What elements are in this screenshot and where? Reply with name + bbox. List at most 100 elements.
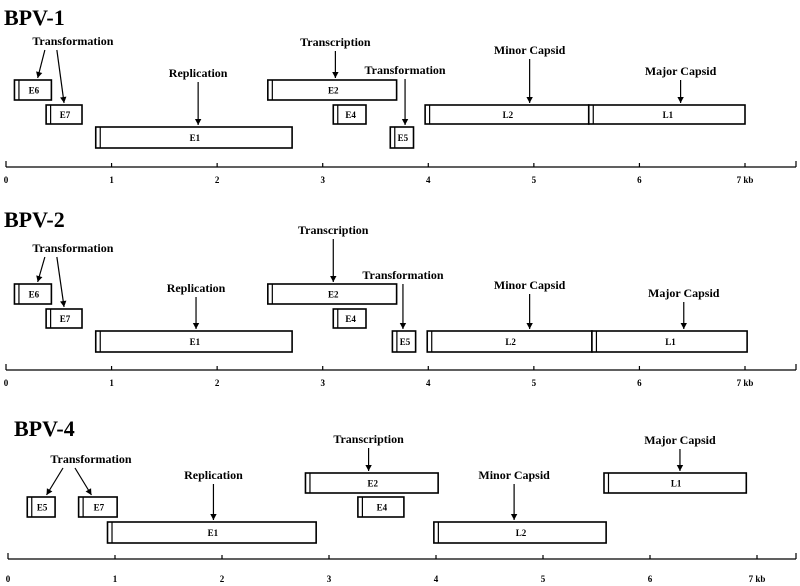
gene-box	[45, 104, 83, 125]
bpv1-tick-label: 4	[426, 175, 431, 185]
gene-label: L1	[663, 110, 674, 120]
bpv2-gene-l1: L1	[591, 330, 748, 353]
bpv4-gene-e7: E7	[77, 496, 118, 518]
bpv2-gene-e4: E4	[332, 308, 367, 329]
bpv4-tick-label: 5	[541, 574, 546, 584]
bpv1-gene-e2: E2	[267, 79, 398, 101]
gene-label: E1	[190, 337, 201, 347]
function-label-text: Transformation	[32, 34, 113, 48]
gene-label: E2	[328, 290, 339, 300]
function-label-text: Major Capsid	[645, 64, 717, 78]
gene-label: E5	[398, 133, 409, 143]
gene-label: E1	[190, 133, 201, 143]
bpv1-gene-e1: E1	[94, 126, 293, 149]
bpv4-gene-l2: L2	[433, 521, 607, 544]
arrow-head-icon	[676, 465, 684, 471]
function-label-text: Transformation	[365, 63, 446, 77]
bpv4-function-label: Major Capsid	[644, 433, 716, 471]
function-label-text: Transcription	[333, 432, 404, 446]
bpv2-gene-l2: L2	[426, 330, 593, 353]
bpv1-tick-label: 1	[109, 175, 114, 185]
bpv1-tick-label: 7 kb	[737, 175, 754, 185]
bpv4-function-label: Replication	[184, 468, 243, 520]
bpv1-tick-label: 2	[215, 175, 220, 185]
gene-label: L2	[516, 528, 527, 538]
arrow-head-icon	[526, 97, 533, 103]
bpv2-gene-e6: E6	[13, 283, 53, 305]
bpv4-gene-e4: E4	[357, 496, 405, 518]
gene-label: E6	[29, 290, 40, 300]
gene-box	[357, 496, 405, 518]
bpv2-tick-label: 7 kb	[737, 378, 754, 388]
bpv1-gene-l1: L1	[587, 104, 746, 125]
function-label-text: Transformation	[362, 268, 443, 282]
gene-box	[13, 283, 53, 305]
bpv2-gene-e7: E7	[45, 308, 83, 329]
bpv1-function-label: Transformation	[32, 34, 114, 104]
gene-label: E4	[345, 110, 356, 120]
function-label-text: Transformation	[32, 241, 113, 255]
bpv1-gene-e6: E6	[13, 79, 53, 101]
arrow-head-icon	[365, 465, 372, 471]
gene-box	[304, 472, 439, 494]
arrow-line	[56, 256, 65, 308]
bpv4-tick-label: 7 kb	[749, 574, 766, 584]
bpv4-gene-e1: E1	[106, 521, 317, 544]
gene-label: E7	[60, 110, 71, 120]
arrow-head-icon	[510, 514, 518, 520]
arrow-head-icon	[210, 514, 217, 520]
bpv4-tick-label: 6	[648, 574, 653, 584]
gene-box	[267, 79, 398, 101]
function-label-text: Minor Capsid	[494, 278, 566, 292]
arrow-head-icon	[36, 275, 43, 282]
bpv2-function-label: Replication	[167, 281, 226, 329]
arrow-head-icon	[677, 97, 684, 103]
gene-label: E7	[94, 503, 105, 513]
bpv1-gene-e7: E7	[45, 104, 83, 125]
function-label-text: Minor Capsid	[478, 468, 550, 482]
bpv2-tick-label: 4	[426, 378, 431, 388]
gene-label: E1	[208, 528, 219, 538]
arrow-head-icon	[526, 323, 533, 329]
gene-box	[94, 330, 293, 353]
bpv1-tick-label: 0	[4, 175, 9, 185]
arrow-head-icon	[46, 488, 53, 495]
bpv2-function-label: Major Capsid	[648, 286, 720, 329]
gene-box	[389, 126, 415, 149]
bpv4-tick-label: 4	[434, 574, 439, 584]
gene-box	[591, 330, 748, 353]
function-label-text: Transcription	[300, 35, 371, 49]
bpv2-function-label: Transformation	[362, 268, 444, 329]
gene-box	[77, 496, 118, 518]
bpv1-gene-l2: L2	[424, 104, 590, 125]
function-label-text: Replication	[169, 66, 228, 80]
gene-box	[332, 104, 367, 125]
arrow-head-icon	[330, 276, 337, 282]
function-label-text: Replication	[184, 468, 243, 482]
gene-label: E6	[29, 86, 40, 96]
arrow-head-icon	[60, 300, 67, 307]
gene-box	[13, 79, 53, 101]
bpv2-title: BPV-2	[4, 207, 65, 232]
bpv2-tick-label: 0	[4, 378, 9, 388]
gene-box	[433, 521, 607, 544]
bpv2-gene-e2: E2	[267, 283, 398, 305]
bpv1-gene-e4: E4	[332, 104, 367, 125]
gene-label: E4	[377, 503, 388, 513]
bpv2-gene-e1: E1	[94, 330, 293, 353]
bpv4-gene-e2: E2	[304, 472, 439, 494]
gene-box	[94, 126, 293, 149]
gene-label: E5	[400, 337, 411, 347]
gene-label: E2	[328, 86, 339, 96]
gene-label: L1	[671, 479, 682, 489]
bpv2-tick-label: 1	[109, 378, 114, 388]
bpv2-tick-label: 6	[637, 378, 642, 388]
gene-box	[603, 472, 748, 494]
arrow-head-icon	[194, 119, 202, 125]
arrow-head-icon	[60, 96, 67, 103]
function-label-text: Transformation	[50, 452, 131, 466]
bpv2-tick-label: 3	[320, 378, 325, 388]
